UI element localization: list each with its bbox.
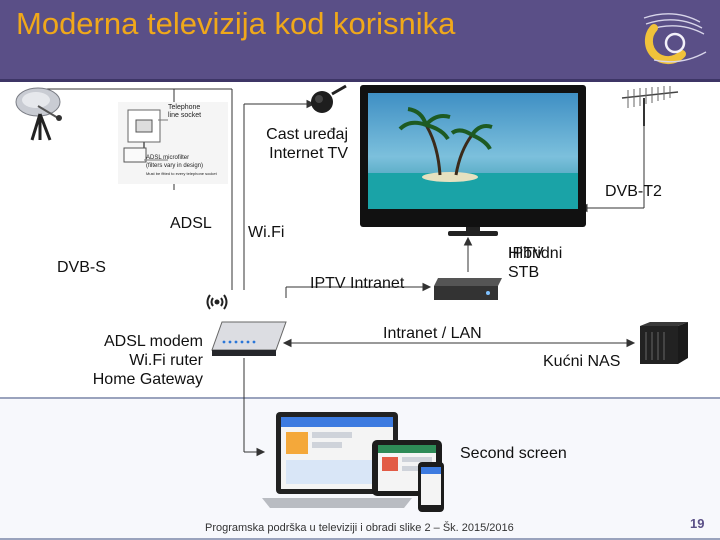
hybrid-stb-line2: STB xyxy=(508,264,540,281)
telephone-socket-line2: line socket xyxy=(168,112,202,119)
cast-device-line1: Cast uređaj xyxy=(266,126,348,143)
modem-label-line2: Wi.Fi ruter xyxy=(129,352,203,369)
adsl-label: ADSL xyxy=(170,215,212,232)
intranet-lan-label: Intranet / LAN xyxy=(383,325,482,342)
nas-icon xyxy=(640,322,688,364)
institution-logo-icon xyxy=(626,8,708,70)
tv-icon xyxy=(360,85,586,236)
satellite-dish-icon xyxy=(15,87,62,141)
hybrid-stb-overlap: IPTV xyxy=(508,245,544,262)
phone-icon xyxy=(418,462,444,512)
adsl-microfilter-icon xyxy=(118,102,228,184)
microfilter-line2: (filters vary in design) xyxy=(146,163,204,169)
microfilter-line1: ADSL microfilter xyxy=(146,155,190,161)
slide-title: Moderna televizija kod korisnika xyxy=(16,6,456,41)
nas-label: Kućni NAS xyxy=(543,353,621,370)
telephone-socket-label: Telephone line socket xyxy=(168,104,201,120)
header-divider xyxy=(0,79,720,82)
terrestrial-antenna-icon xyxy=(621,86,679,126)
router-icon xyxy=(211,321,287,356)
cast-device-label: Cast uređaj Internet TV xyxy=(236,125,348,163)
hybrid-stb-label: Hibridni IPTV STB xyxy=(508,244,562,282)
wifi-label: Wi.Fi xyxy=(248,224,285,241)
wifi-signal-icon xyxy=(206,294,228,310)
cast-device-line2: Internet TV xyxy=(269,145,348,162)
second-screen-label: Second screen xyxy=(460,445,567,462)
footer-text: Programska podrška u televiziji i obradi… xyxy=(205,522,514,534)
telephone-socket-line1: Telephone xyxy=(168,104,201,111)
dvb-t2-label: DVB-T2 xyxy=(605,183,662,200)
header-bar xyxy=(0,0,720,79)
iptv-intranet-label: IPTV Intranet xyxy=(310,275,405,292)
hybrid-stb-line1: Hibridni xyxy=(508,245,563,262)
set-top-box-icon xyxy=(434,278,502,300)
chromecast-icon xyxy=(311,84,347,113)
microfilter-label: ADSL microfilter (filters vary in design… xyxy=(146,154,217,178)
modem-label-line3: Home Gateway xyxy=(92,371,203,388)
microfilter-line3: Must be fitted to every telephone socket xyxy=(146,171,217,176)
page-number: 19 xyxy=(690,516,705,531)
dvb-s-label: DVB-S xyxy=(57,259,106,276)
modem-label: ADSL modem Wi.Fi ruter Home Gateway xyxy=(60,332,203,389)
modem-label-line1: ADSL modem xyxy=(104,333,203,350)
